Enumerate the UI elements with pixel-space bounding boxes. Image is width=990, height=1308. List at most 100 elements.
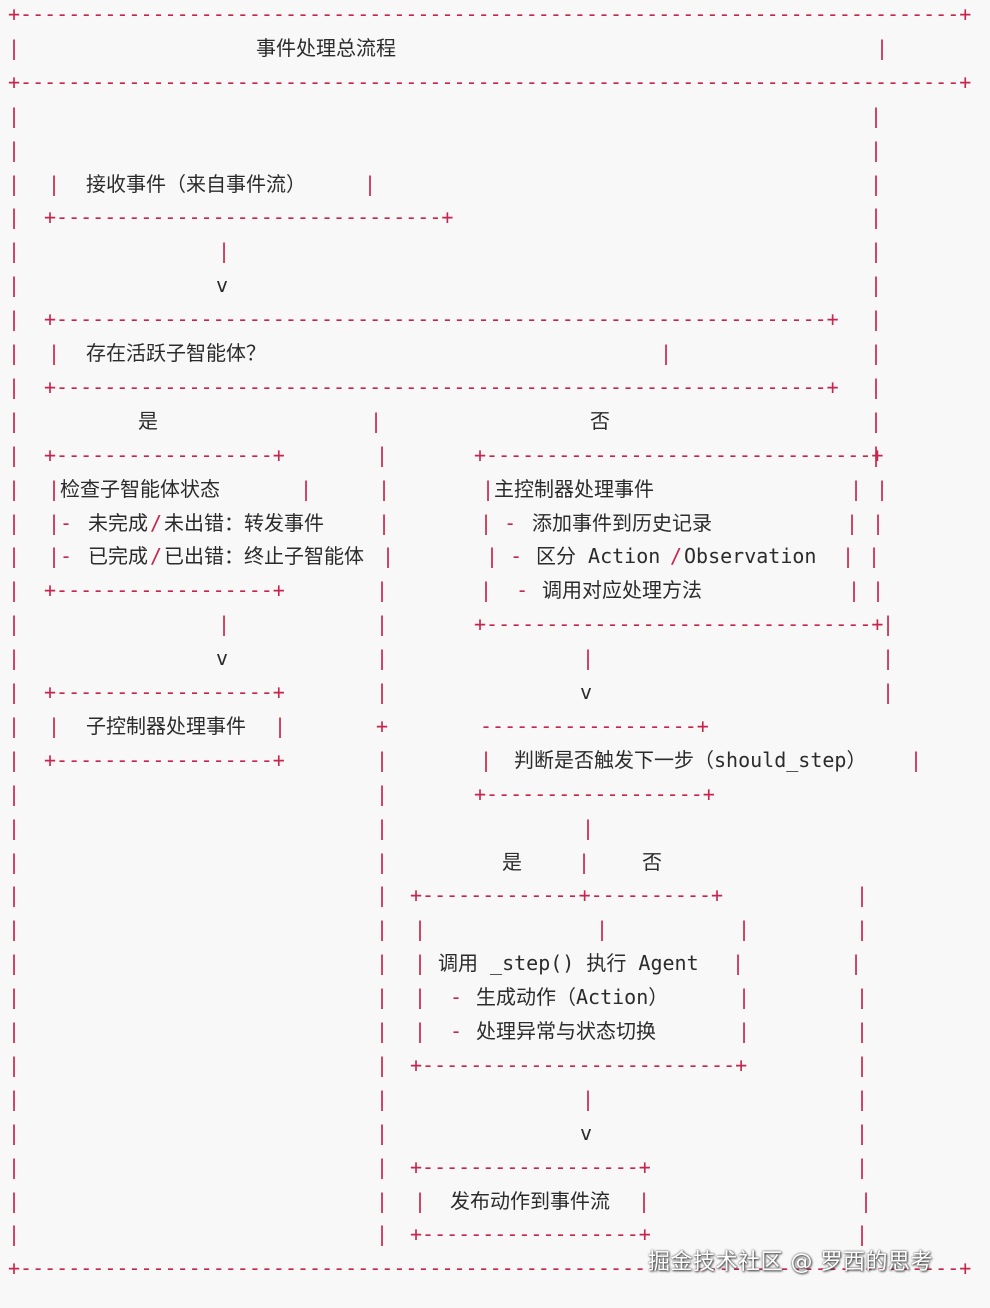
diagram-border: | [8, 1052, 21, 1077]
diagram-border: | [376, 646, 389, 671]
diagram-border: | [8, 307, 21, 332]
diagram-label: 已出错：终止子智能体 [164, 544, 364, 569]
diagram-border: | [8, 578, 21, 603]
diagram-border: | [870, 273, 883, 298]
diagram-border: | [870, 341, 883, 365]
diagram-border: | [882, 646, 895, 671]
diagram-border: | [870, 442, 883, 467]
diagram-border: | [872, 510, 885, 535]
diagram-label: v [580, 1120, 593, 1145]
diagram-label: 处理异常与状态切换 [476, 1019, 656, 1043]
diagram-border: | [376, 1222, 389, 1247]
diagram-border: | [218, 612, 231, 637]
diagram-border: | [376, 578, 389, 603]
diagram-border: | [8, 1154, 21, 1179]
diagram-border: | [376, 815, 389, 840]
diagram-border: | [848, 578, 861, 603]
diagram-border: | [414, 1019, 427, 1043]
diagram-border: | [274, 713, 287, 738]
diagram-border: | [856, 917, 869, 942]
diagram-label: v [216, 646, 229, 671]
diagram-border: | [300, 476, 313, 501]
diagram-border: | [364, 171, 377, 196]
diagram-border: | [850, 476, 863, 501]
diagram-border: | [582, 646, 595, 671]
diagram-label: 存在活跃子智能体？ [86, 341, 266, 365]
diagram-border: | [582, 815, 595, 840]
diagram-border: +--------------------------------+ [474, 612, 884, 637]
diagram-border: | [738, 985, 751, 1010]
diagram-label: Observation [684, 544, 817, 569]
diagram-border: | [8, 273, 21, 298]
diagram-border: +--------------------------------+ [44, 205, 454, 230]
diagram-border: +---------------------------------------… [44, 307, 839, 332]
diagram-border: | [856, 1086, 869, 1111]
diagram-border: | [870, 103, 883, 128]
diagram-label: 主控制器处理事件 [494, 476, 654, 501]
diagram-border: | [8, 239, 21, 264]
diagram-border: | [8, 341, 21, 365]
diagram-border: / [670, 544, 683, 569]
diagram-border: | [870, 239, 883, 264]
diagram-border: | [48, 171, 61, 196]
diagram-border: | [870, 205, 883, 230]
diagram-label: 检查子智能体状态 [60, 476, 220, 501]
diagram-border: | [48, 341, 61, 365]
diagram-border: +--------------------------+ [410, 1052, 748, 1077]
diagram-border: | [8, 510, 21, 535]
diagram-border: | [218, 239, 231, 264]
diagram-label: 是 [138, 408, 158, 433]
diagram-border: | [856, 1222, 869, 1247]
diagram-border: +------------------+ [44, 442, 285, 467]
diagram-border: | [376, 1019, 389, 1043]
diagram-border: | [376, 1154, 389, 1179]
diagram-border: | [376, 680, 389, 704]
diagram-label: 未出错：转发事件 [164, 510, 324, 535]
diagram-border: | [8, 849, 21, 874]
diagram-border: | [382, 544, 395, 569]
diagram-border: +------------------+ [410, 1222, 651, 1247]
diagram-border: | [882, 680, 895, 704]
diagram-border: | [856, 1120, 869, 1145]
watermark-text: 掘金技术社区 @ 罗西的思考 [648, 1250, 933, 1275]
diagram-border: | [8, 171, 21, 196]
diagram-label: 已完成 [88, 544, 148, 569]
diagram-label: 添加事件到历史记录 [532, 510, 712, 535]
diagram-label: 否 [590, 408, 610, 433]
diagram-border: | [842, 544, 855, 569]
diagram-border: | [8, 1086, 21, 1111]
diagram-border: | [8, 781, 21, 806]
diagram-border: | [378, 510, 391, 535]
diagram-border: | [376, 747, 389, 772]
diagram-border: | [8, 544, 21, 569]
diagram-border: | [414, 1188, 427, 1213]
diagram-border: | - [486, 544, 535, 569]
diagram-border: | [48, 713, 61, 738]
diagram-border: | [376, 849, 389, 874]
diagram-border: | [376, 883, 389, 908]
diagram-label: 是 [502, 849, 522, 874]
diagram-border: | [8, 408, 21, 433]
diagram-border: | [8, 612, 21, 637]
diagram-border: +--------------------------------+ [474, 442, 884, 467]
diagram-border: | [868, 544, 881, 569]
diagram-border: | [8, 815, 21, 840]
diagram-border: | [8, 442, 21, 467]
diagram-border: | [8, 1188, 21, 1213]
diagram-border: | [376, 442, 389, 467]
diagram-border: | [856, 1154, 869, 1179]
diagram-border: | [870, 171, 883, 196]
diagram-label: 接收事件（来自事件流） [86, 171, 306, 196]
diagram-label: 区分 Action [536, 544, 661, 569]
diagram-border: +---------------------------------------… [8, 1256, 972, 1281]
diagram-border: | [882, 612, 895, 637]
diagram-border: +------------------+ [474, 781, 715, 806]
diagram-border: | [8, 917, 21, 942]
diagram-border: +---------------------------------------… [8, 69, 972, 94]
diagram-border: | [414, 985, 427, 1010]
diagram-label: 调用 _step() 执行 Agent [438, 951, 699, 976]
diagram-label: v [216, 273, 229, 298]
diagram-border: +------------------+ [410, 1154, 651, 1179]
diagram-border: | [8, 883, 21, 908]
diagram-border: | [876, 35, 889, 60]
